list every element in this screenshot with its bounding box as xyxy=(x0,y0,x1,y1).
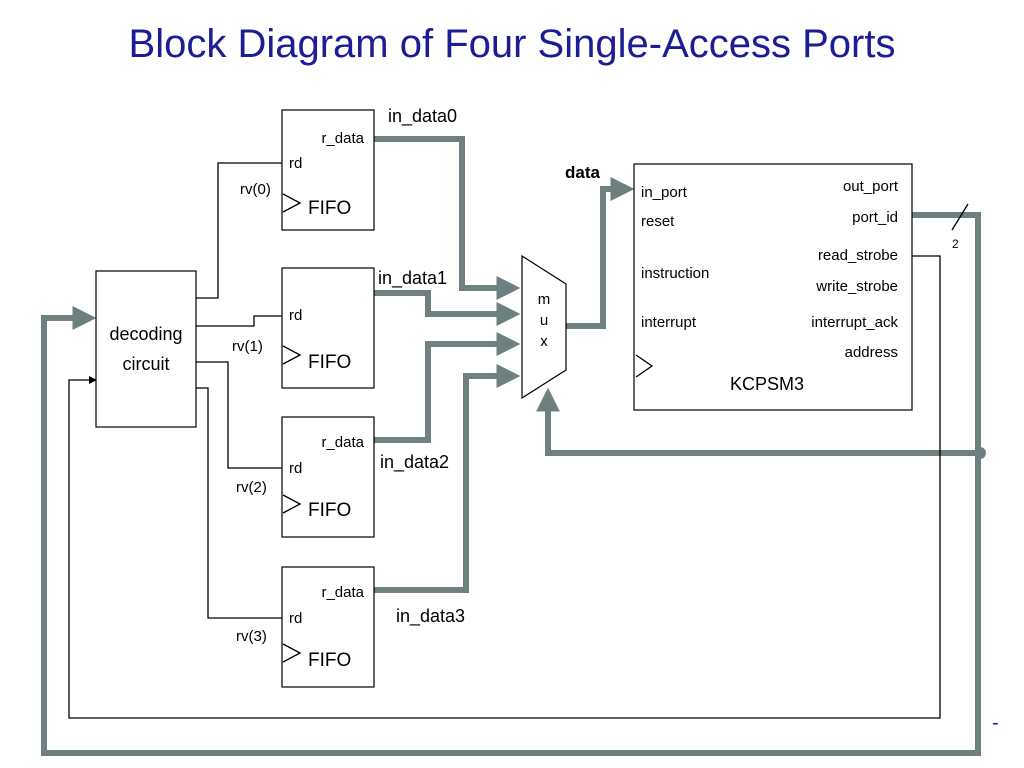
data-bus-label: data xyxy=(565,163,601,182)
rv3-label: rv(3) xyxy=(236,628,267,645)
cpu-reset: reset xyxy=(641,213,675,230)
rv1-label: rv(1) xyxy=(232,338,263,355)
bus-port-id-to-mux xyxy=(536,387,978,456)
fifo-0-rd-port: rd xyxy=(289,155,302,172)
bus-junction-dot xyxy=(974,447,986,459)
fifo-3-name: FIFO xyxy=(308,650,351,671)
decoder-label-1: decoding xyxy=(109,324,182,344)
decoder-label-2: circuit xyxy=(122,354,169,374)
rv0-label: rv(0) xyxy=(240,181,271,198)
bus-width-slash xyxy=(951,203,969,231)
fifo-3-rd-port: rd xyxy=(289,610,302,627)
fifo-0: r_data rd FIFO xyxy=(281,109,375,231)
wire-read-strobe xyxy=(68,255,941,719)
fifo-2-clock-marker xyxy=(282,494,302,514)
mux-block: m u x xyxy=(521,254,567,400)
fifo-0-r-data-port: r_data xyxy=(321,130,364,147)
cpu-name: KCPSM3 xyxy=(730,374,804,394)
fifo-3-clock-marker xyxy=(282,643,302,663)
cpu-interrupt-ack: interrupt_ack xyxy=(811,314,898,331)
in-data0-label: in_data0 xyxy=(388,106,457,127)
cpu-interrupt: interrupt xyxy=(641,314,697,331)
wire-rv3 xyxy=(196,387,282,619)
decoding-circuit-block xyxy=(95,270,197,428)
rv2-label: rv(2) xyxy=(236,479,267,496)
bus-in-data1 xyxy=(374,290,521,326)
page-title: Block Diagram of Four Single-Access Port… xyxy=(128,22,896,66)
cpu-in-port: in_port xyxy=(641,184,688,201)
bus-in-data3 xyxy=(374,364,521,593)
fifo-1-rd-port: rd xyxy=(289,307,302,324)
bus-port-id xyxy=(41,212,981,756)
cpu-read-strobe: read_strobe xyxy=(818,247,898,264)
fifo-1-name: FIFO xyxy=(308,352,351,373)
fifo-3: r_data rd FIFO xyxy=(281,566,375,688)
in-data1-label: in_data1 xyxy=(378,268,447,289)
cpu-address: address xyxy=(845,344,898,361)
cpu-instruction: instruction xyxy=(641,265,709,282)
wire-rv1 xyxy=(196,315,282,327)
fifo-1: rd FIFO xyxy=(281,267,375,389)
mux-label-u: u xyxy=(540,312,548,329)
wire-rv0 xyxy=(196,162,282,299)
wire-rv2 xyxy=(196,361,282,469)
cpu-port-id: port_id xyxy=(852,209,898,226)
in-data3-label: in_data3 xyxy=(396,606,465,627)
kcpsm3-block: in_port reset instruction interrupt out_… xyxy=(633,163,913,411)
cpu-out-port: out_port xyxy=(843,178,899,195)
cpu-write-strobe: write_strobe xyxy=(815,278,898,295)
bus-in-data0 xyxy=(374,136,521,300)
corner-mark: - xyxy=(992,712,999,734)
fifo-0-clock-marker xyxy=(282,193,302,213)
in-data2-label: in_data2 xyxy=(380,452,449,473)
fifo-2-r-data-port: r_data xyxy=(321,434,364,451)
fifo-2-name: FIFO xyxy=(308,500,351,521)
bus-width-label: 2 xyxy=(952,237,959,251)
fifo-2: r_data rd FIFO xyxy=(281,416,375,538)
mux-label-x: x xyxy=(540,333,548,350)
bus-data xyxy=(566,177,635,329)
fifo-0-name: FIFO xyxy=(308,198,351,219)
cpu-clock-marker xyxy=(635,354,654,378)
fifo-1-clock-marker xyxy=(282,345,302,365)
bus-in-data2 xyxy=(374,332,521,443)
mux-label-m: m xyxy=(538,291,551,308)
fifo-2-rd-port: rd xyxy=(289,460,302,477)
fifo-3-r-data-port: r_data xyxy=(321,584,364,601)
